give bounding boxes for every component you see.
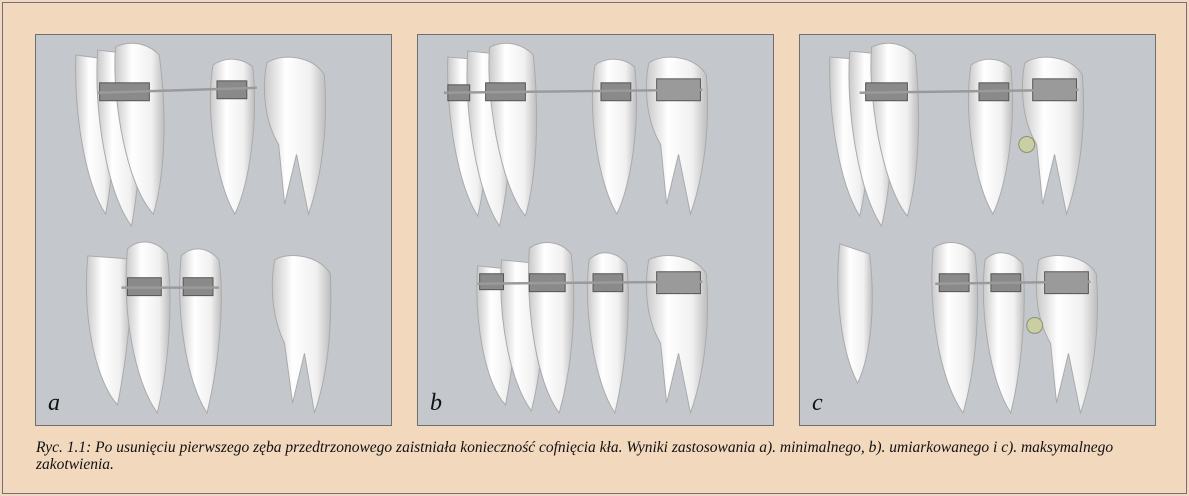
- teeth-illustration-c: [800, 35, 1155, 425]
- figure-caption: Ryc. 1.1: Po usunięciu pierwszego zęba p…: [36, 439, 1166, 473]
- panel-label: c: [812, 390, 823, 417]
- panel-c: c: [799, 34, 1156, 426]
- panel-label: b: [430, 390, 442, 417]
- teeth-illustration-a: [36, 35, 391, 425]
- panel-label: a: [48, 390, 60, 417]
- panel-b: b: [417, 34, 774, 426]
- teeth-illustration-b: [418, 35, 773, 425]
- panel-a: a: [35, 34, 392, 426]
